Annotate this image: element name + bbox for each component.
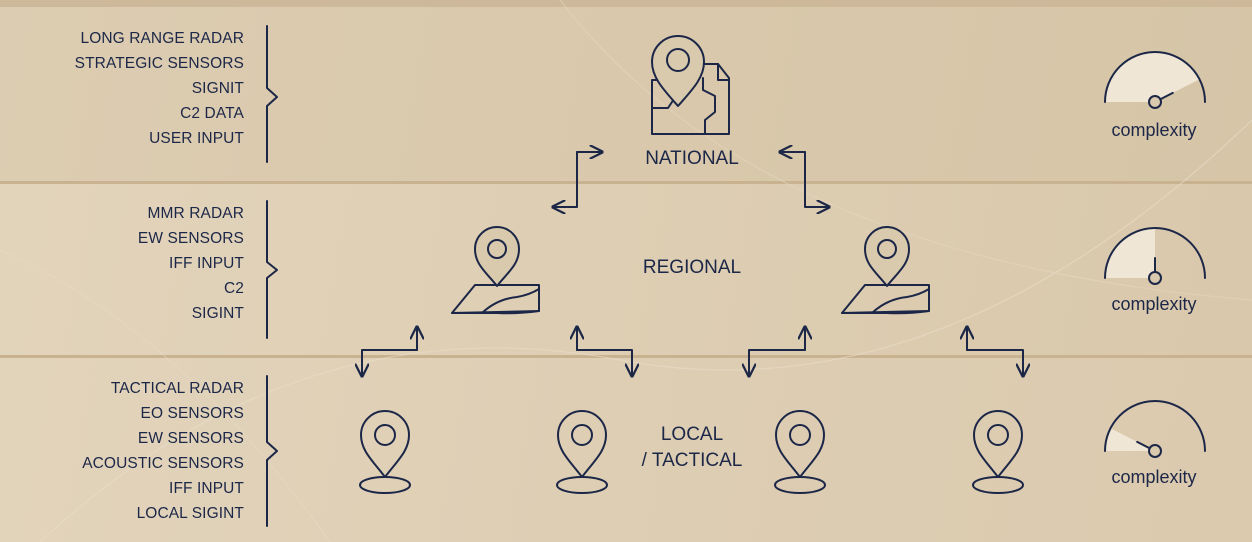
national-map-pin-icon [651, 35, 730, 135]
regional-bracket [266, 200, 278, 339]
input-item: EW SENSORS [137, 230, 244, 247]
input-item: USER INPUT [149, 130, 244, 147]
regional-map-pin-icon [841, 226, 930, 315]
complexity-label: complexity [1111, 120, 1197, 140]
input-item: SIGINT [191, 305, 244, 322]
gauge-icon [1104, 227, 1206, 285]
input-item: EW SENSORS [137, 430, 244, 447]
local-bracket [266, 375, 278, 527]
regional-input-list: MMR RADAR EW SENSORS IFF INPUT C2 SIGINT [138, 201, 244, 326]
national-input-list: LONG RANGE RADAR STRATEGIC SENSORS SIGNI… [75, 26, 244, 151]
regional-map-pin-icon [451, 226, 540, 315]
regional-label: REGIONAL [642, 257, 742, 278]
complexity-label: complexity [1111, 467, 1197, 487]
input-item: IFF INPUT [169, 255, 244, 272]
local-input-list: TACTICAL RADAR EO SENSORS EW SENSORS ACO… [82, 376, 244, 526]
local-map-pin-icon [973, 411, 1023, 493]
input-item: IFF INPUT [169, 480, 244, 497]
bidirectional-arrow-icon [362, 327, 417, 376]
gauge-icon [1104, 51, 1206, 109]
bidirectional-arrow-icon [780, 152, 829, 207]
bidirectional-arrow-icon [749, 327, 805, 376]
national-label: NATIONAL [645, 148, 739, 169]
input-item: LOCAL SIGINT [136, 505, 244, 522]
national-bracket [266, 25, 278, 163]
input-item: C2 DATA [180, 105, 244, 122]
local-map-pin-icon [557, 411, 607, 493]
input-item: C2 [223, 280, 244, 297]
gauge-icon [1104, 400, 1206, 458]
input-item: SIGNIT [191, 80, 244, 97]
complexity-label: complexity [1111, 294, 1197, 314]
local-label-line1: LOCAL [660, 424, 724, 445]
local-map-pin-icon [360, 411, 410, 493]
input-item: STRATEGIC SENSORS [74, 55, 244, 72]
local-label-line2: / TACTICAL [641, 450, 743, 471]
input-item: MMR RADAR [147, 205, 244, 222]
bidirectional-arrow-icon [967, 327, 1023, 376]
bidirectional-arrow-icon [553, 152, 602, 207]
local-map-pin-icon [775, 411, 825, 493]
input-item: ACOUSTIC SENSORS [82, 455, 244, 472]
bidirectional-arrow-icon [577, 327, 632, 376]
input-item: EO SENSORS [140, 405, 244, 422]
input-item: TACTICAL RADAR [110, 380, 244, 397]
local-label: LOCAL / TACTICAL [612, 422, 772, 474]
input-item: LONG RANGE RADAR [80, 30, 244, 47]
